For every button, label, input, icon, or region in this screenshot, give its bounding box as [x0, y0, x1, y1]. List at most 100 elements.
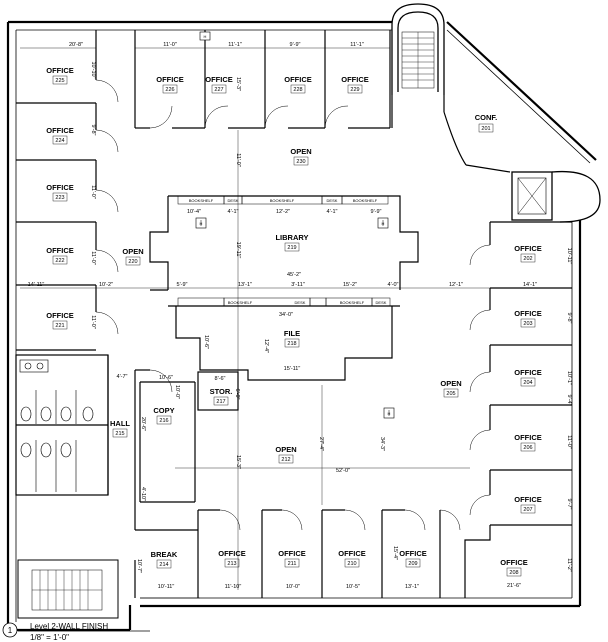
h-marker: H [388, 411, 391, 416]
dimension-text: 15'-11" [284, 366, 301, 372]
dimension-text: 15'-3" [235, 455, 241, 469]
dimension-text: 34'-3" [379, 437, 385, 451]
dimension-text: 12'-4" [263, 339, 269, 353]
dimension-text: 9'-7" [566, 499, 572, 510]
room-number: 219 [287, 245, 296, 251]
dimension-text: 4'-1" [327, 209, 338, 215]
dimension-text: 4'-7" [117, 374, 128, 380]
dimension-text: 15'-4" [392, 546, 398, 560]
bookshelf-label: BOOKSHELF [270, 198, 295, 203]
dimension-text: 11'-1" [350, 42, 364, 48]
dimension-labels: 20'-8" 11'-0" 11'-1" 9'-9" 11'-1" 10'-10… [28, 42, 572, 590]
dimension-text: 4'-0" [388, 282, 399, 288]
room-labels: OFFICE 225 OFFICE 224 OFFICE 223 OFFICE … [46, 66, 542, 577]
dimension-text: 11'-2" [566, 558, 572, 572]
room-name: OFFICE [514, 495, 542, 504]
room-name: OFFICE [46, 126, 74, 135]
room-name: FILE [284, 329, 300, 338]
dimension-text: 21'-6" [507, 583, 521, 589]
dimension-text: 12'-1" [449, 282, 463, 288]
dimension-text: 3'-11" [291, 282, 305, 288]
dimension-text: 11'-10" [225, 584, 242, 590]
room-number: 216 [159, 418, 168, 424]
dimension-text: 12'-2" [276, 209, 290, 215]
room-number: 208 [509, 570, 518, 576]
room-name: OPEN [290, 147, 311, 156]
room-number: 227 [214, 87, 223, 93]
dimension-text: 9'-4" [566, 395, 572, 406]
room-name: OFFICE [514, 244, 542, 253]
room-name: OFFICE [514, 309, 542, 318]
room-number: 228 [293, 87, 302, 93]
core-rooms [15, 354, 239, 598]
h-marker: H [382, 221, 385, 226]
room-number: 211 [288, 561, 297, 567]
dimension-text: 10'-10" [90, 61, 96, 78]
top-offices [134, 30, 511, 173]
room-number: 204 [523, 380, 532, 386]
dimension-text: 10'-11" [566, 248, 572, 265]
room-number: 218 [287, 341, 296, 347]
room-number: 213 [227, 561, 236, 567]
room-number: 229 [350, 87, 359, 93]
dimension-text: 9'-9" [371, 209, 382, 215]
room-name: OFFICE [284, 75, 312, 84]
elevator-shaft [511, 170, 601, 223]
drawing-number: 1 [8, 626, 13, 635]
dimension-text: 10'-6" [159, 375, 173, 381]
dimension-text: 10'-11" [158, 584, 175, 590]
drawing-scale: 1/8" = 1'-0" [30, 633, 69, 642]
room-name: LIBRARY [275, 233, 308, 242]
dimension-text: 10'-5" [346, 584, 360, 590]
right-offices [464, 221, 572, 598]
drawing-title: Level 2-WALL FINISH [30, 622, 108, 631]
desk-label: DESK [376, 300, 387, 305]
dimension-text: 5'-9" [177, 282, 188, 288]
room-number: 214 [159, 562, 168, 568]
room-name: OFFICE [156, 75, 184, 84]
desk-label: DESK [327, 198, 338, 203]
dimension-text: 10'-0" [286, 584, 300, 590]
dimension-text: 11'-0" [90, 251, 96, 265]
bookshelf-label: BOOKSHELF [353, 198, 378, 203]
desk-label: DESK [228, 198, 239, 203]
room-number: 205 [446, 391, 455, 397]
dimension-text: 13'-1" [238, 282, 252, 288]
room-name: OPEN [122, 247, 143, 256]
room-number: 217 [216, 399, 225, 405]
room-name: OFFICE [46, 183, 74, 192]
room-number: 225 [55, 78, 64, 84]
lower-stair [17, 559, 119, 619]
room-name: OFFICE [399, 549, 427, 558]
dimension-text: 9'-8" [90, 125, 96, 136]
room-number: 209 [408, 561, 417, 567]
room-name: HALL [110, 419, 130, 428]
dimension-text: 34'-0" [279, 312, 293, 318]
dimension-lines [20, 47, 565, 599]
dimension-text: 10'-7" [136, 559, 142, 573]
room-name: OFFICE [514, 433, 542, 442]
room-name: COPY [153, 406, 174, 415]
h-marker: H [204, 34, 207, 39]
dimension-text: 11'-1" [228, 42, 242, 48]
dimension-text: 6'-0" [234, 389, 240, 400]
dimension-text: 11'-0" [163, 42, 177, 48]
dimension-text: 13'-1" [405, 584, 419, 590]
room-name: OPEN [275, 445, 296, 454]
room-number: 206 [523, 445, 532, 451]
room-number: 230 [296, 159, 305, 165]
left-offices [16, 30, 119, 351]
room-number: 224 [55, 138, 64, 144]
dimension-text: 10'-1" [566, 371, 572, 385]
dimension-text: 10'-4" [187, 209, 201, 215]
dimension-text: 14'-11" [28, 282, 45, 288]
room-number: 207 [523, 507, 532, 513]
dimension-text: 8'-6" [215, 376, 226, 382]
furniture-labels: BOOKSHELF DESK BOOKSHELF DESK BOOKSHELF … [189, 198, 387, 305]
room-name: STOR. [210, 387, 233, 396]
dimension-text: 27'-4" [318, 437, 324, 451]
dimension-text: 45'-2" [287, 272, 301, 278]
dimension-text: 9'-8" [566, 313, 572, 324]
room-number: 220 [128, 259, 137, 265]
